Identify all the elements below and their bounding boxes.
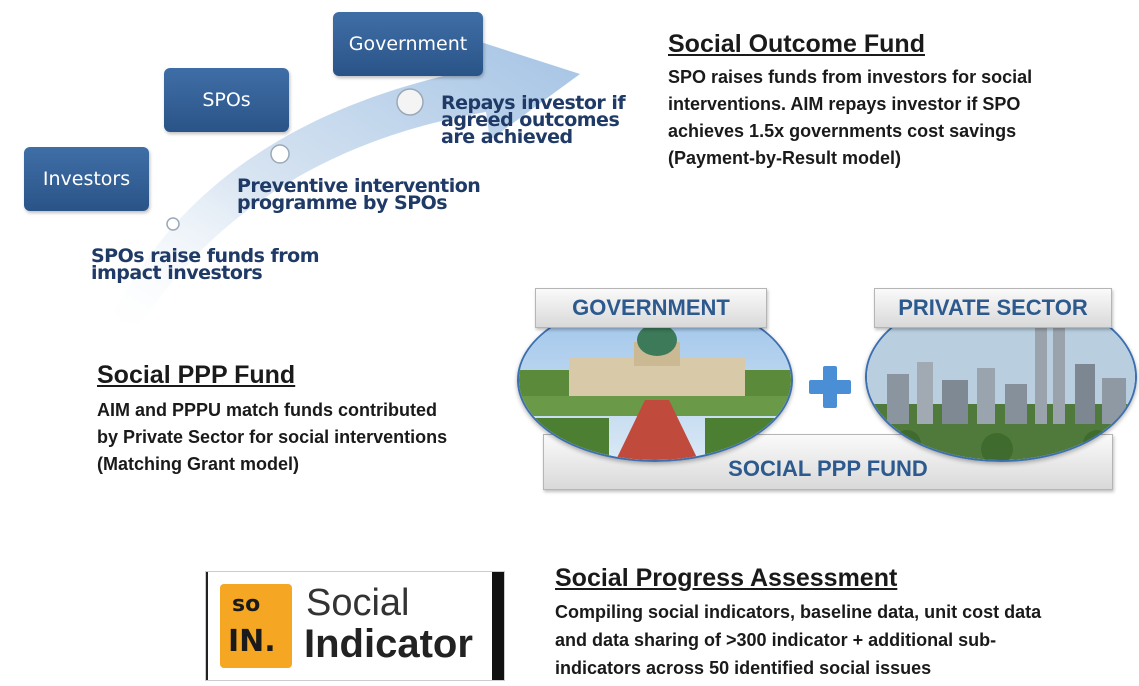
- step-spos: SPOs: [164, 68, 289, 132]
- stage-marker-3: [396, 88, 424, 116]
- step-government: Government: [333, 12, 483, 76]
- stage-marker-2: [270, 144, 290, 164]
- plus-icon: [809, 366, 851, 408]
- step-government-label: Government: [348, 33, 468, 55]
- social-outcome-fund-title: Social Outcome Fund: [668, 30, 925, 58]
- pathway-arrow: [110, 38, 580, 325]
- logo-word-social: Social: [306, 582, 410, 624]
- stage-label-repays: Repays investor if agreed outcomes are a…: [441, 92, 626, 148]
- private-sector-banner: PRIVATE SECTOR: [874, 288, 1112, 328]
- stage-label-raise-funds: SPOs raise funds from impact investors: [91, 245, 320, 284]
- stage-label-intervention: Preventive intervention programme by SPO…: [237, 175, 481, 214]
- social-progress-title: Social Progress Assessment: [555, 564, 898, 592]
- step-investors: Investors: [24, 147, 149, 211]
- step-spos-label: SPOs: [202, 89, 251, 111]
- social-outcome-fund-body: SPO raises funds from investors for soci…: [668, 67, 1033, 168]
- social-ppp-fund-title: Social PPP Fund: [97, 361, 296, 389]
- stage-marker-1: [166, 217, 180, 231]
- social-ppp-fund-body: AIM and PPPU match funds contributed by …: [97, 400, 448, 474]
- logo-word-indicator: Indicator: [304, 622, 473, 666]
- step-investors-label: Investors: [42, 168, 131, 190]
- social-progress-body: Compiling social indicators, baseline da…: [555, 602, 1042, 678]
- social-indicator-logo: SO IN. Social Indicator: [206, 572, 504, 680]
- pathway-diagram: Investors SPOs Government SPOs raise fun…: [0, 0, 650, 330]
- government-banner: GOVERNMENT: [535, 288, 767, 328]
- ppp-fund-graphic: SOCIAL PPP FUND: [515, 288, 1139, 494]
- soin-badge: SO IN.: [220, 584, 292, 668]
